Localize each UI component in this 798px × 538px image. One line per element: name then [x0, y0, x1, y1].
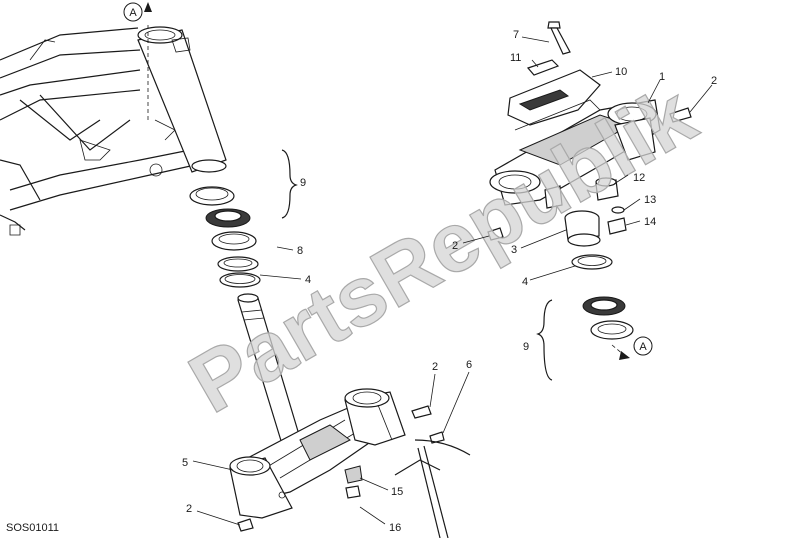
callout-2-mid: 2	[452, 240, 458, 252]
callout-14: 14	[644, 216, 656, 228]
callout-13: 13	[644, 194, 656, 206]
watermark: PartsRepublik	[173, 66, 711, 431]
watermark-text: PartsRepublik	[174, 67, 710, 431]
callout-4-right: 4	[522, 276, 528, 288]
upper-triple-clamp	[489, 21, 692, 209]
left-bearing-stack	[189, 149, 298, 288]
callout-7: 7	[513, 29, 519, 41]
callout-9-left: 9	[300, 177, 306, 189]
right-stack	[487, 177, 634, 381]
leader-lines	[192, 36, 713, 526]
callout-9-right: 9	[523, 341, 529, 353]
ref-arrow-label-bottom: A	[639, 341, 647, 353]
callout-6: 6	[466, 359, 472, 371]
callout-4-left: 4	[305, 274, 311, 286]
callout-10: 10	[615, 66, 627, 78]
callout-labels: 9 8 4 5 2 2 6 15 16 7 11 10 1 2 12 13 14…	[182, 29, 717, 534]
callout-2-bottom: 2	[186, 503, 192, 515]
drawing-code: SOS01011	[6, 522, 59, 534]
callout-2-clamp: 2	[432, 361, 438, 373]
callout-8: 8	[297, 245, 303, 257]
callout-12: 12	[633, 172, 645, 184]
lower-clamp-bolts	[237, 405, 471, 538]
callout-15: 15	[391, 486, 403, 498]
ref-arrow-bottom: A	[611, 336, 653, 360]
frame-drawing	[0, 26, 227, 236]
callout-5: 5	[182, 457, 188, 469]
ref-arrow-label: A	[129, 7, 137, 19]
callout-11: 11	[510, 52, 521, 64]
callout-1: 1	[659, 71, 665, 83]
callout-16: 16	[389, 522, 401, 534]
lower-triple-clamp	[229, 293, 406, 519]
callout-2-top: 2	[711, 75, 717, 87]
callout-3: 3	[511, 244, 517, 256]
ref-arrow-top: A	[123, 2, 152, 120]
